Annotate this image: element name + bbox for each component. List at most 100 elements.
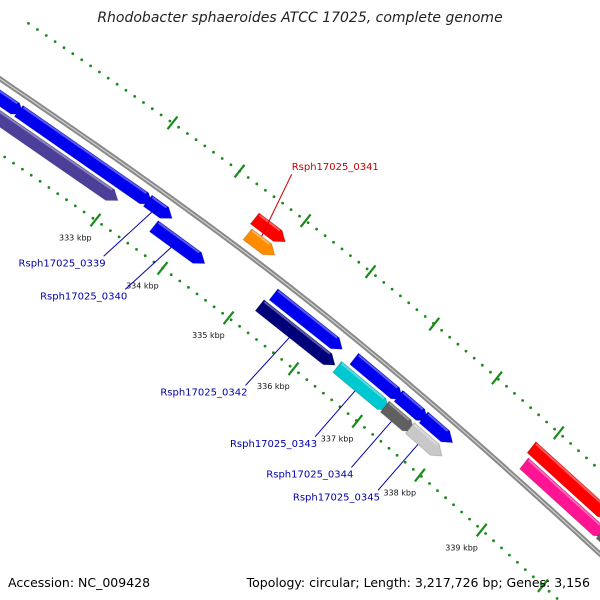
gene-label[interactable]: Rsph17025_0343 bbox=[230, 439, 317, 450]
grid-dot bbox=[124, 88, 128, 92]
gene-feature-rsph17025_0341[interactable] bbox=[242, 228, 276, 256]
genes[interactable] bbox=[0, 75, 600, 563]
grid-dot bbox=[468, 517, 471, 521]
grid-dot bbox=[62, 46, 66, 50]
grid-dot bbox=[349, 254, 352, 257]
gene-highlight bbox=[22, 106, 147, 194]
gene-highlight bbox=[535, 443, 600, 504]
grid-dot bbox=[98, 70, 101, 74]
map-title: Rhodobacter sphaeroides ATCC 17025, comp… bbox=[97, 10, 503, 26]
grid-dot bbox=[365, 267, 369, 271]
gene-label-leader bbox=[245, 337, 290, 386]
tick-mark bbox=[552, 425, 565, 440]
grid-dot bbox=[186, 132, 189, 135]
gene-highlight bbox=[0, 110, 113, 191]
gene-feature[interactable] bbox=[249, 212, 286, 243]
gene-feature[interactable] bbox=[595, 527, 600, 563]
grid-dot bbox=[100, 223, 103, 226]
tick-mark bbox=[491, 370, 503, 385]
gene-label[interactable]: Rsph17025_0341 bbox=[292, 162, 379, 173]
grid-dot bbox=[246, 176, 250, 179]
grid-dot bbox=[516, 560, 519, 564]
grid-dot bbox=[382, 281, 386, 284]
grid-dot bbox=[71, 52, 75, 56]
grid-dot bbox=[38, 179, 42, 183]
grid-dot bbox=[187, 286, 190, 289]
gene-label[interactable]: Rsph17025_0342 bbox=[160, 387, 247, 398]
gene-label[interactable]: Rsph17025_0339 bbox=[19, 258, 106, 269]
gene-feature[interactable] bbox=[268, 288, 343, 350]
grid-dot bbox=[56, 192, 60, 196]
grid-dot bbox=[452, 503, 455, 507]
gene-feature-rsph17025_0339[interactable] bbox=[142, 194, 173, 219]
grid-dot bbox=[357, 260, 361, 264]
grid-dot bbox=[547, 589, 551, 593]
gene-feature[interactable] bbox=[13, 104, 153, 205]
gene-highlight bbox=[358, 354, 399, 389]
genome-backbone-highlight bbox=[0, 78, 600, 555]
gene-feature-rsph17025_0342[interactable] bbox=[254, 298, 336, 366]
grid-dot bbox=[363, 426, 366, 429]
gene-highlight bbox=[388, 402, 410, 421]
tick-label: 337 kbp bbox=[321, 435, 354, 444]
grid-dot bbox=[346, 412, 350, 415]
grid-dot bbox=[448, 335, 452, 339]
gene-highlight bbox=[413, 423, 438, 446]
gene-label[interactable]: Rsph17025_0345 bbox=[293, 492, 380, 503]
grid-dot bbox=[529, 406, 532, 410]
tick-label: 334 kbp bbox=[126, 282, 159, 291]
gene-label-leader bbox=[124, 247, 172, 290]
grid-dot bbox=[593, 463, 596, 467]
grid-dot bbox=[387, 446, 391, 450]
grid-dot bbox=[106, 76, 110, 80]
grid-dot bbox=[390, 287, 394, 291]
tick-mark bbox=[222, 310, 235, 325]
grid-dot bbox=[330, 398, 334, 402]
grid-dot bbox=[246, 331, 250, 335]
grid-dot bbox=[3, 155, 7, 159]
tick-label: 338 kbp bbox=[383, 489, 416, 498]
grid-dot bbox=[323, 234, 327, 238]
grid-dot bbox=[456, 342, 460, 346]
grid-dot bbox=[126, 241, 130, 245]
grid-dot bbox=[298, 214, 301, 218]
grid-dot bbox=[272, 351, 275, 355]
tick-mark bbox=[299, 213, 312, 228]
gene-feature[interactable] bbox=[526, 441, 600, 518]
gene-label[interactable]: Rsph17025_0344 bbox=[266, 469, 353, 480]
gene-highlight bbox=[277, 290, 338, 339]
gene-label-leader bbox=[314, 390, 356, 438]
grid-dot bbox=[12, 161, 15, 165]
tick-label: 336 kbp bbox=[257, 382, 290, 391]
gene-label[interactable]: Rsph17025_0340 bbox=[40, 291, 127, 302]
grid-dots bbox=[3, 22, 596, 600]
grid-dot bbox=[577, 449, 580, 453]
grid-dot bbox=[89, 64, 92, 68]
grid-dot bbox=[508, 553, 511, 557]
grid-dot bbox=[436, 489, 439, 492]
gene-highlight bbox=[258, 214, 281, 232]
gene-label-leader bbox=[377, 443, 419, 491]
gene-feature-rsph17025_0340[interactable] bbox=[148, 220, 206, 265]
tick-label: 333 kbp bbox=[59, 233, 92, 242]
tick-mark bbox=[364, 264, 377, 279]
grid-dot bbox=[531, 575, 535, 579]
grid-dot bbox=[315, 227, 318, 231]
tick-mark bbox=[428, 317, 441, 332]
gene-feature-rsph17025_0345[interactable] bbox=[404, 421, 443, 457]
grid-dot bbox=[440, 328, 443, 332]
grid-dot bbox=[264, 188, 267, 192]
grid-dot bbox=[53, 40, 57, 43]
grid-dot bbox=[36, 28, 39, 31]
gene-feature[interactable] bbox=[0, 107, 119, 202]
grid-dot bbox=[460, 510, 463, 514]
gene-highlight bbox=[341, 362, 385, 400]
grid-dot bbox=[407, 301, 411, 305]
gene-feature[interactable] bbox=[418, 411, 454, 444]
grid-dot bbox=[73, 204, 77, 208]
grid-dot bbox=[194, 138, 198, 142]
grid-dot bbox=[289, 208, 293, 212]
grid-dot bbox=[444, 496, 447, 500]
grid-dot bbox=[505, 384, 508, 388]
